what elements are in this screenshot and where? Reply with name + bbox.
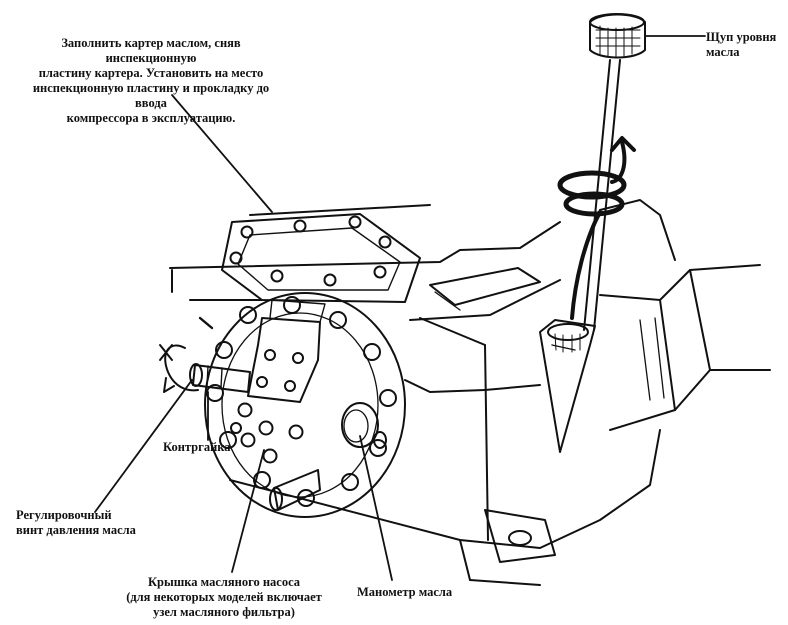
inspection-plate [221, 213, 421, 303]
leader-fill-instruction [171, 94, 273, 213]
label-pump-cover: Крышка масляного насоса (для некоторых м… [126, 575, 322, 619]
label-fill-instruction: Заполнить картер маслом, сняв инспекцион… [32, 36, 270, 125]
label-dipstick: Щуп уровня масла [706, 30, 777, 59]
label-adjust-screw: Регулировочный винт давления масла [16, 508, 136, 537]
drive-shaft [269, 469, 321, 511]
adjusting-screw [159, 316, 251, 393]
oil-gauge-port [341, 402, 387, 449]
leader-lines [94, 35, 706, 581]
oil-dipstick [539, 13, 646, 453]
oil-pump-cover [204, 292, 406, 518]
leader-gauge [359, 435, 393, 581]
label-locknut: Контргайка [163, 440, 231, 454]
leader-adjust-screw [94, 379, 193, 513]
label-gauge: Манометр масла [357, 585, 453, 599]
leader-pump-cover [231, 449, 265, 573]
compressor-housing [169, 199, 771, 586]
